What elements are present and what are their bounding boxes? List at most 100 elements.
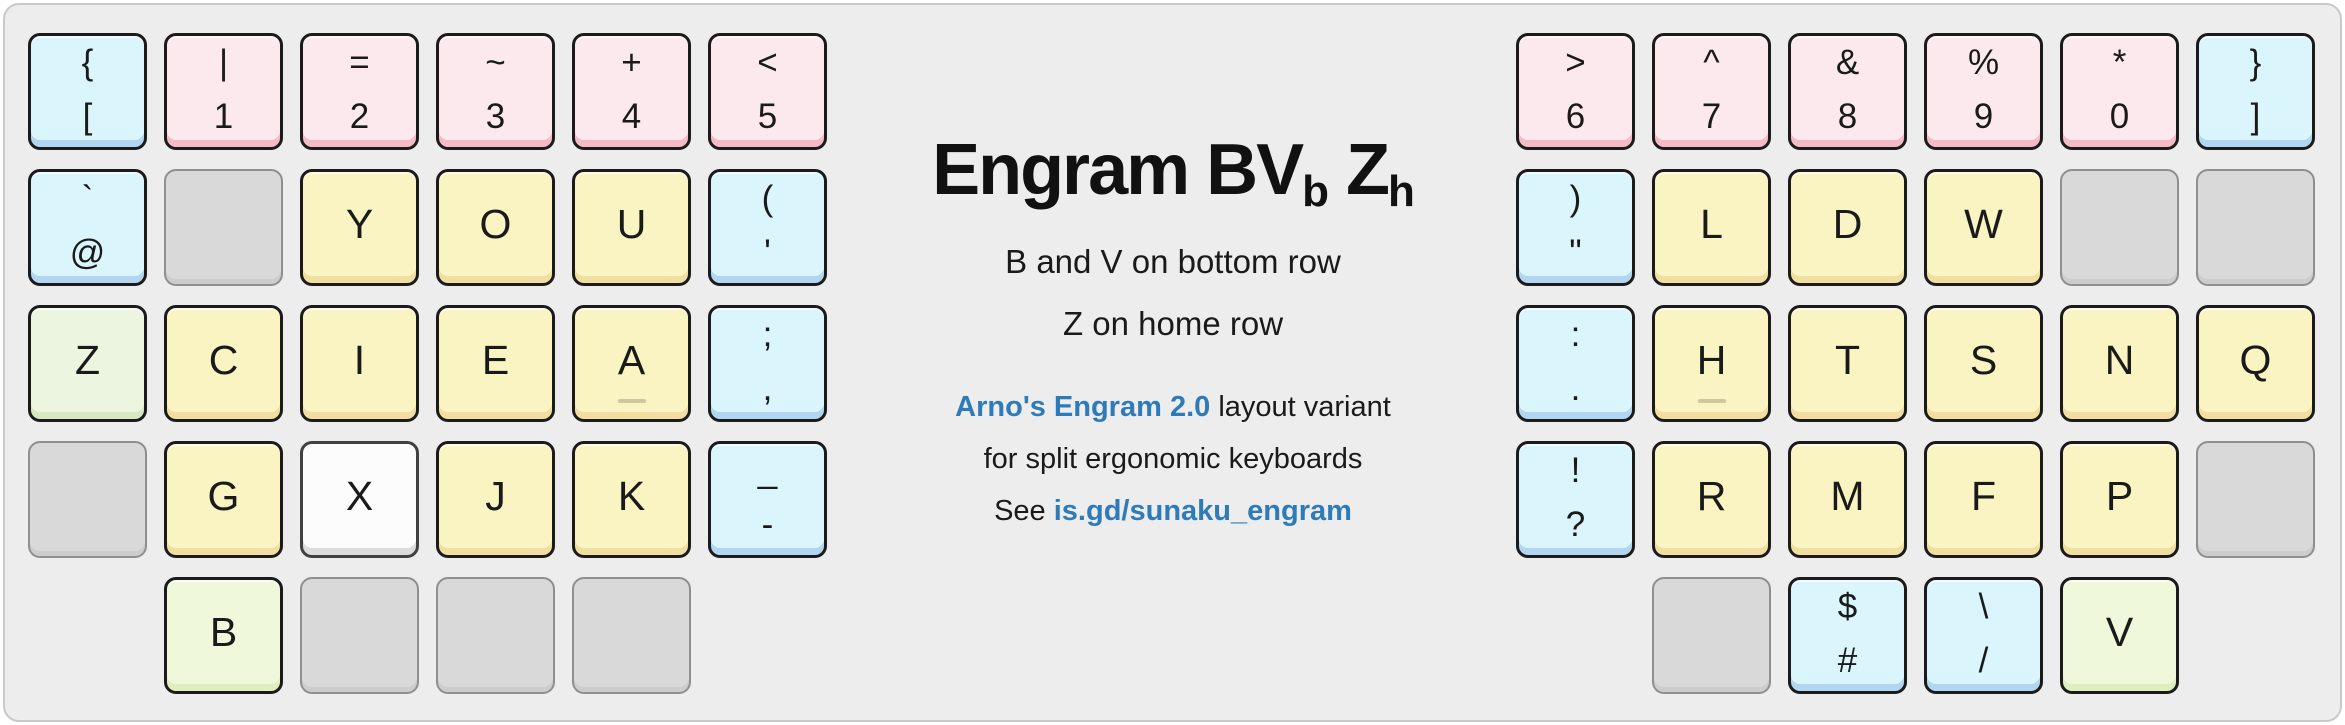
key-shift-label: * [2112,43,2127,82]
key-9: %9 [1924,33,2043,150]
key-W: W [1924,169,2043,286]
text-segment: for split ergonomic keyboards [983,442,1363,475]
text-segment: layout variant [1210,390,1391,423]
key-shift-label: ) [1569,179,1582,218]
key-letter-label: T [1834,337,1861,383]
key-O: O [436,169,555,286]
key-letter-label: W [1964,201,2003,247]
key-6: >6 [1516,33,1635,150]
key-base-label: 4 [621,97,642,136]
title-subscript: h [1388,167,1415,216]
key-blank [436,577,555,694]
key-T: T [1788,305,1907,422]
key-,: ;, [708,305,827,422]
home-row-marker [617,399,646,403]
key-[: {[ [28,33,147,150]
key-letter-label: A [617,337,646,383]
key-base-label: ] [2250,97,2261,136]
key-shift-label: < [757,43,778,82]
title-subscript: b [1302,167,1329,216]
key-shift-label: > [1565,43,1586,82]
key-shift-label: ` [81,179,94,218]
key-letter-label: N [2104,337,2135,383]
key-0: *0 [2060,33,2179,150]
key-R: R [1652,441,1771,558]
key-blank [2060,169,2179,286]
key-J: J [436,441,555,558]
key-shift-label: % [1967,43,2000,82]
key-shift-label: ~ [485,43,506,82]
key-letter-label: X [345,473,374,519]
key-letter-label: I [353,337,366,383]
key-H: H [1652,305,1771,422]
key-base-label: [ [82,97,93,136]
key-letter-label: Z [74,337,101,383]
key-shift-label: ! [1570,451,1581,490]
key-blank [2196,441,2315,558]
key-letter-label: D [1832,201,1863,247]
key-letter-label: F [1970,473,1997,519]
key-C: C [164,305,283,422]
key-B: B [164,577,283,694]
key-base-label: 7 [1701,97,1722,136]
key-F: F [1924,441,2043,558]
text-segment: See [994,494,1054,527]
key-3: ~3 [436,33,555,150]
key-letter-label: O [479,201,512,247]
key-letter-label: Q [2239,337,2272,383]
key-base-label: ? [1565,505,1586,544]
key-base-label: 5 [757,97,778,136]
key-shift-label: ; [762,315,773,354]
key-?: !? [1516,441,1635,558]
key-blank [2196,169,2315,286]
key-.: :. [1516,305,1635,422]
key-shift-label: \ [1978,587,1989,626]
key-letter-label: H [1696,337,1727,383]
key-shift-label: $ [1837,587,1858,626]
key-shift-label: _ [757,451,778,490]
key-letter-label: V [2105,609,2134,655]
key-8: &8 [1788,33,1907,150]
key-blank [572,577,691,694]
empty-slot [1516,577,1635,694]
key-K: K [572,441,691,558]
key-E: E [436,305,555,422]
key-letter-label: K [617,473,646,519]
key-blank [1652,577,1771,694]
key-base-label: 6 [1565,97,1586,136]
key-5: <5 [708,33,827,150]
key-base-label: 8 [1837,97,1858,136]
key-L: L [1652,169,1771,286]
key-base-label: , [762,369,773,408]
empty-slot [28,577,147,694]
key-7: ^7 [1652,33,1771,150]
center-text-column: Engram BVb Zh B and V on bottom row Z on… [830,0,1516,725]
link-arnos-engram[interactable]: Arno's Engram 2.0 [955,390,1211,423]
note-line-1: Arno's Engram 2.0 layout variant [830,391,1516,424]
key-blank [300,577,419,694]
key-shift-label: { [81,43,94,82]
key-': (' [708,169,827,286]
key-base-label: . [1570,369,1581,408]
key-A: A [572,305,691,422]
text-segment: Engram BV [932,130,1304,210]
key-blank [164,169,283,286]
key-V: V [2060,577,2179,694]
key-letter-label: G [207,473,240,519]
key-base-label: ' [764,233,771,272]
note-line-3: See is.gd/sunaku_engram [830,495,1516,528]
key-letter-label: S [1969,337,1998,383]
key-letter-label: R [1696,473,1727,519]
key-base-label: # [1837,641,1858,680]
key-X: X [300,441,419,558]
page-title: Engram BVb Zh [830,130,1516,214]
key-base-label: 0 [2109,97,2130,136]
key-": )" [1516,169,1635,286]
key-#: $# [1788,577,1907,694]
link-isgd-sunaku-engram[interactable]: is.gd/sunaku_engram [1053,494,1352,527]
tagline-line-2: Z on home row [1062,304,1284,342]
key-]: }] [2196,33,2315,150]
key-U: U [572,169,691,286]
